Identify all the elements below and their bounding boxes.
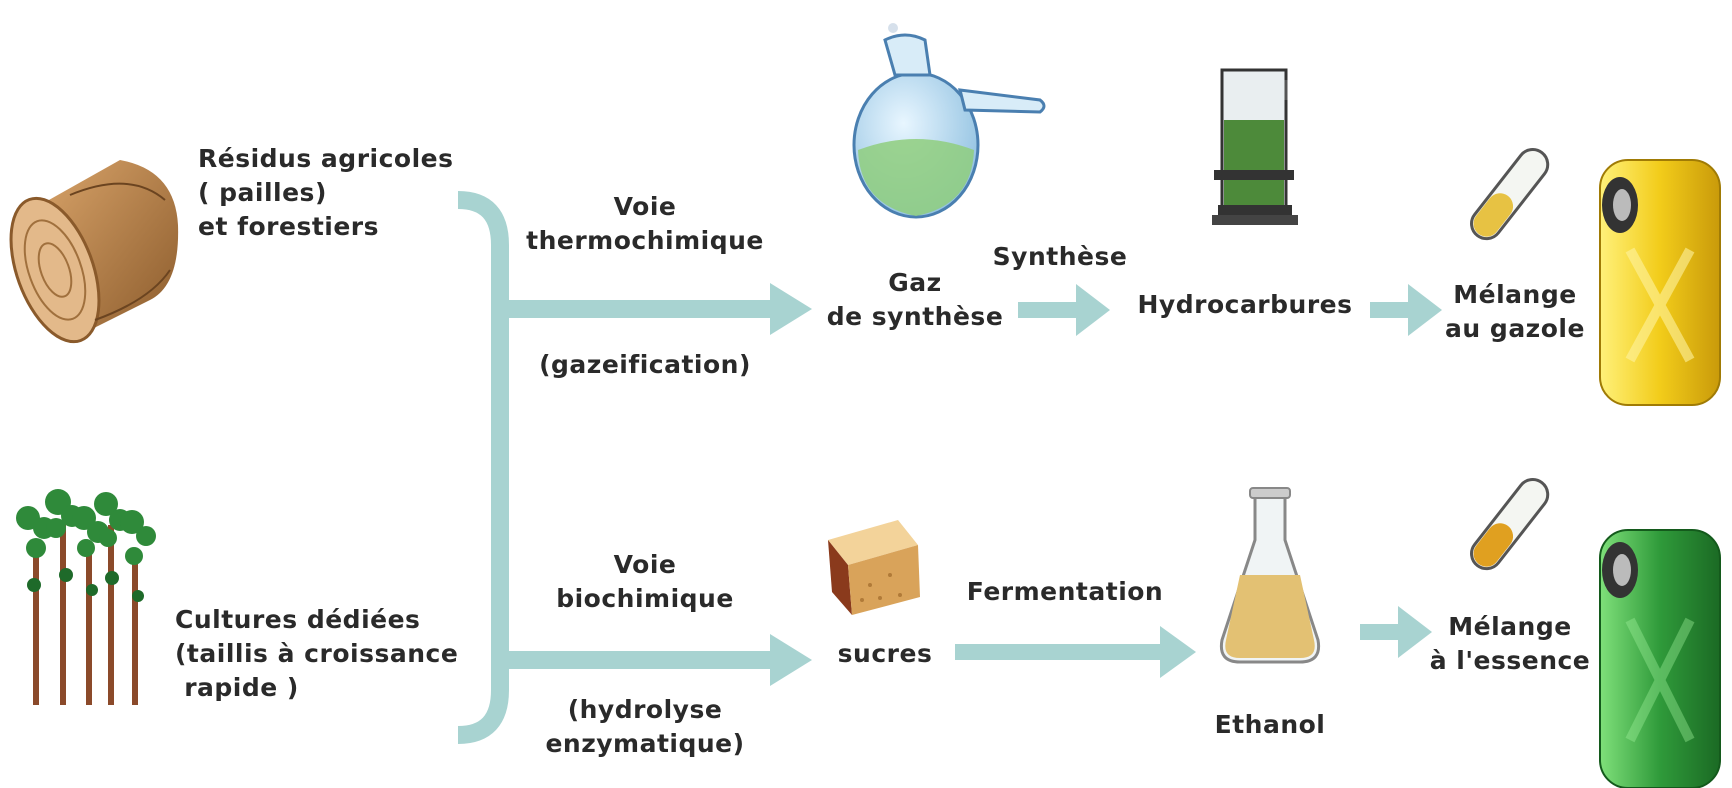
step-fermentation: Fermentation (966, 577, 1164, 606)
source-crops: Cultures dédiées (taillis à croissance r… (175, 603, 458, 705)
bio-route-title: Voie biochimique (520, 548, 770, 616)
step-sugars: sucres (837, 639, 933, 668)
source-residues: Résidus agricoles ( pailles) et forestie… (198, 142, 454, 244)
bio-route-process-line1: (hydrolyse (567, 695, 723, 724)
thermo-route-title: Voie thermochimique (520, 190, 770, 258)
source-residues-line2: ( pailles) (198, 178, 327, 207)
source-crops-line2: (taillis à croissance (175, 639, 459, 668)
jerrycan-icon (1599, 529, 1721, 788)
trees-icon (16, 489, 156, 705)
step-syngas-line1: Gaz (888, 268, 942, 297)
arrow-synthesis (1018, 284, 1110, 336)
step-gasoline-blend-line2: à l'essence (1429, 646, 1591, 675)
flask-retort-icon (852, 23, 1046, 219)
branch-bracket (457, 191, 775, 744)
arrow-to-diesel-blend (1370, 284, 1442, 336)
thermo-route-title-line1: Voie (613, 192, 677, 221)
source-residues-line1: Résidus agricoles (198, 144, 454, 173)
arrow-to-gasoline-blend (1360, 606, 1432, 658)
jerrycan-icon (1599, 159, 1721, 406)
source-crops-line1: Cultures dédiées (175, 605, 421, 634)
arrow-fermentation (955, 626, 1196, 678)
source-crops-line3: rapide ) (175, 673, 299, 702)
step-diesel-blend-line2: au gazole (1445, 314, 1585, 343)
hay-bale-icon (9, 160, 179, 344)
reactor-beaker-icon (1212, 68, 1298, 225)
bio-route-process: (hydrolyse enzymatique) (520, 693, 770, 761)
test-tube-icon (1470, 148, 1550, 241)
step-gasoline-blend-line1: Mélange (1448, 612, 1572, 641)
arrow-head-bio (770, 634, 812, 686)
sugar-cube-icon (828, 520, 920, 615)
step-synthesis: Synthèse (992, 242, 1128, 271)
step-diesel-blend-line1: Mélange (1453, 280, 1577, 309)
arrow-head-thermo (770, 283, 812, 335)
bio-route-process-line2: enzymatique) (545, 729, 745, 758)
step-hydrocarbons: Hydrocarbures (1137, 290, 1353, 319)
bio-route-title-line1: Voie (613, 550, 677, 579)
step-diesel-blend: Mélange au gazole (1425, 278, 1605, 346)
step-gasoline-blend: Mélange à l'essence (1415, 610, 1605, 678)
source-residues-line3: et forestiers (198, 212, 380, 241)
erlenmeyer-flask-icon (1219, 487, 1321, 664)
step-syngas: Gaz de synthèse (815, 266, 1015, 334)
step-syngas-line2: de synthèse (826, 302, 1004, 331)
thermo-route-title-line2: thermochimique (526, 226, 764, 255)
test-tube-icon (1470, 478, 1550, 571)
thermo-route-process: (gazeification) (539, 350, 751, 379)
step-ethanol: Ethanol (1214, 710, 1326, 739)
bio-route-title-line2: biochimique (556, 584, 734, 613)
